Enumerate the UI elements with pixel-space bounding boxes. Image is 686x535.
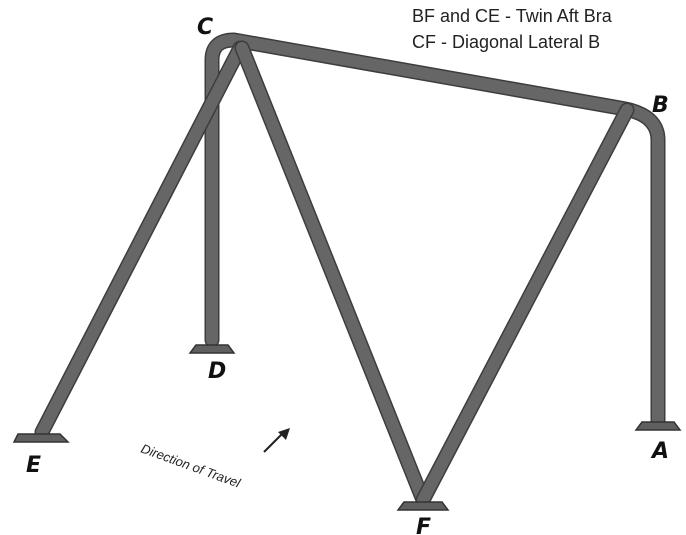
brace-ce [34, 40, 248, 440]
direction-arrow-icon [263, 428, 290, 453]
point-label-f: F [416, 515, 431, 535]
brace-cf [234, 40, 431, 508]
point-label-a: A [650, 439, 669, 464]
point-label-e: E [26, 453, 41, 478]
main-hoop [204, 32, 666, 428]
brace-bf [415, 102, 635, 508]
point-label-c: C [197, 15, 213, 40]
direction-of-travel-label: Direction of Travel [139, 441, 243, 491]
point-label-b: B [652, 93, 669, 118]
legend-line-bf-ce: BF and CE - Twin Aft Bra [412, 6, 613, 26]
foot-plate-e [12, 433, 70, 443]
point-label-d: D [208, 359, 226, 384]
legend-line-cf: CF - Diagonal Lateral B [412, 32, 600, 52]
foot-plate-d [188, 344, 236, 354]
foot-plate-f [396, 501, 450, 511]
foot-plate-a [634, 421, 682, 431]
